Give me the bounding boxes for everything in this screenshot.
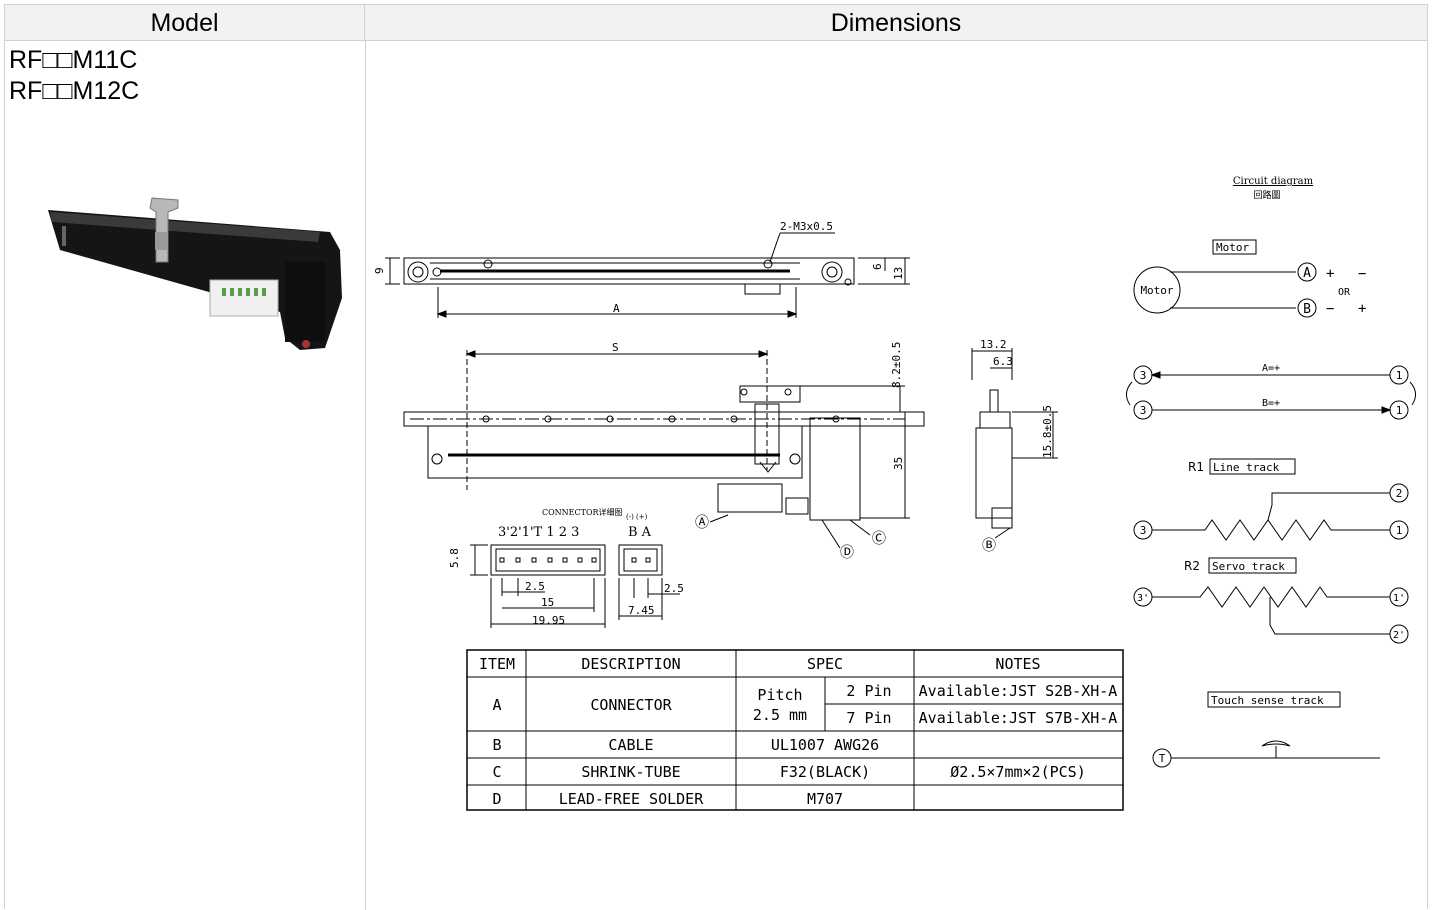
dim-top-right-a: 6 <box>871 263 884 270</box>
a-eq-label: A=+ <box>1262 363 1280 374</box>
row-a-note-2pin: Available:JST S2B-XH-A <box>919 682 1118 700</box>
row-c-description: SHRINK-TUBE <box>581 763 680 781</box>
dim-top-left: 9 <box>373 267 386 274</box>
thread-label: 2-M3x0.5 <box>780 220 833 233</box>
connector-title: CONNECTOR详细图 <box>542 507 623 517</box>
line-track-label: Line track <box>1213 461 1280 474</box>
row-a-description: CONNECTOR <box>590 696 672 714</box>
row-b-item: B <box>492 736 501 754</box>
table-header-spec: SPEC <box>807 655 843 673</box>
top-view-drawing <box>385 232 910 318</box>
row-a-note-7pin: Available:JST S7B-XH-A <box>919 709 1118 727</box>
b-plus: + <box>1358 301 1366 317</box>
row-c-notes: Ø2.5×7mm×2(PCS) <box>950 763 1085 781</box>
r2-node-1p: 1' <box>1393 593 1405 604</box>
dim-front-height: 35 <box>892 457 905 470</box>
callout-d: Ⓓ <box>840 545 854 561</box>
row-d-description: LEAD-FREE SOLDER <box>559 790 704 808</box>
terminal-t: T <box>1159 752 1166 765</box>
terminal-b: B <box>1303 302 1311 317</box>
circuit-subtitle: 回路圖 <box>1253 189 1280 201</box>
row-a-item: A <box>492 696 501 714</box>
node-1-b: 1 <box>1396 404 1403 417</box>
connector-detail-drawing <box>470 544 680 628</box>
table-header-notes: NOTES <box>995 655 1040 673</box>
row-d-spec: M707 <box>807 790 843 808</box>
spec-table <box>466 649 1124 811</box>
r2-node-2p: 2' <box>1393 630 1405 641</box>
callout-a: Ⓐ <box>695 515 709 531</box>
a-minus: − <box>1358 266 1366 282</box>
row-b-description: CABLE <box>608 736 653 754</box>
dim-top-right-b: 13 <box>892 267 905 280</box>
touch-track-label: Touch sense track <box>1211 694 1324 707</box>
dim-conn-745: 7.45 <box>628 604 655 617</box>
row-c-spec: F32(BLACK) <box>780 763 870 781</box>
spec-sheet: Model Dimensions RF□□M11C RF□□M12C <box>4 4 1428 910</box>
model-column-header: Model <box>5 5 365 41</box>
row-a-pitch: Pitch <box>757 686 802 704</box>
dimensions-column-header: Dimensions <box>365 5 1427 41</box>
motor-box-label: Motor <box>1216 241 1249 254</box>
dim-side-inner: 6.3 <box>993 355 1013 368</box>
motor-label: Motor <box>1140 284 1173 297</box>
table-header-description: DESCRIPTION <box>581 655 680 673</box>
model-name-2: RF□□M12C <box>9 77 140 105</box>
b-minus: − <box>1326 301 1334 317</box>
dim-side-width: 13.2 <box>980 338 1007 351</box>
column-divider <box>365 41 366 910</box>
callout-c: Ⓒ <box>872 531 886 547</box>
product-photo <box>48 197 342 350</box>
dim-conn-h: 5.8 <box>448 548 461 568</box>
r2-node-3p: 3' <box>1137 593 1149 604</box>
row-a-2pin: 2 Pin <box>846 682 891 700</box>
connector-pins2: B A <box>628 525 652 540</box>
dim-stroke-label: S <box>612 341 619 354</box>
dim-front-top: 8.2±0.5 <box>890 342 903 388</box>
model-name-1: RF□□M11C <box>9 46 138 74</box>
r1-node-3: 3 <box>1140 524 1147 537</box>
front-view-drawing <box>403 350 925 549</box>
table-header-item: ITEM <box>479 655 515 673</box>
r1-node-2: 2 <box>1396 487 1403 500</box>
connector-polarity: (-) (+) <box>626 513 648 521</box>
dim-conn-pitch2: 2.5 <box>664 582 684 595</box>
dim-conn-15: 15 <box>541 596 554 609</box>
connector-pins7: 3'2'1'T 1 2 3 <box>498 525 579 540</box>
dim-length-label: A <box>613 302 620 315</box>
row-a-pitch-value: 2.5 mm <box>753 706 807 724</box>
node-1-a: 1 <box>1396 369 1403 382</box>
row-d-item: D <box>492 790 501 808</box>
a-plus: + <box>1326 266 1334 282</box>
row-c-item: C <box>492 763 501 781</box>
servo-track-label: Servo track <box>1212 560 1285 573</box>
circuit-diagram <box>1126 239 1416 768</box>
or-label: OR <box>1338 287 1351 298</box>
r1-label: R1 <box>1188 460 1204 474</box>
node-3-b: 3 <box>1140 404 1147 417</box>
row-a-7pin: 7 Pin <box>846 709 891 727</box>
node-3-a: 3 <box>1140 369 1147 382</box>
dim-conn-pitch7: 2.5 <box>525 580 545 593</box>
circuit-title: Circuit diagram <box>1233 176 1314 187</box>
callout-b: Ⓑ <box>982 538 996 554</box>
b-eq-label: B=+ <box>1262 398 1280 409</box>
r1-node-1: 1 <box>1396 524 1403 537</box>
terminal-a: A <box>1303 266 1311 281</box>
dim-conn-1995: 19.95 <box>532 614 565 627</box>
row-b-spec: UL1007 AWG26 <box>771 736 879 754</box>
dim-side-height: 15.8±0.5 <box>1041 405 1054 458</box>
side-view-drawing <box>971 348 1058 539</box>
r2-label: R2 <box>1184 559 1200 573</box>
